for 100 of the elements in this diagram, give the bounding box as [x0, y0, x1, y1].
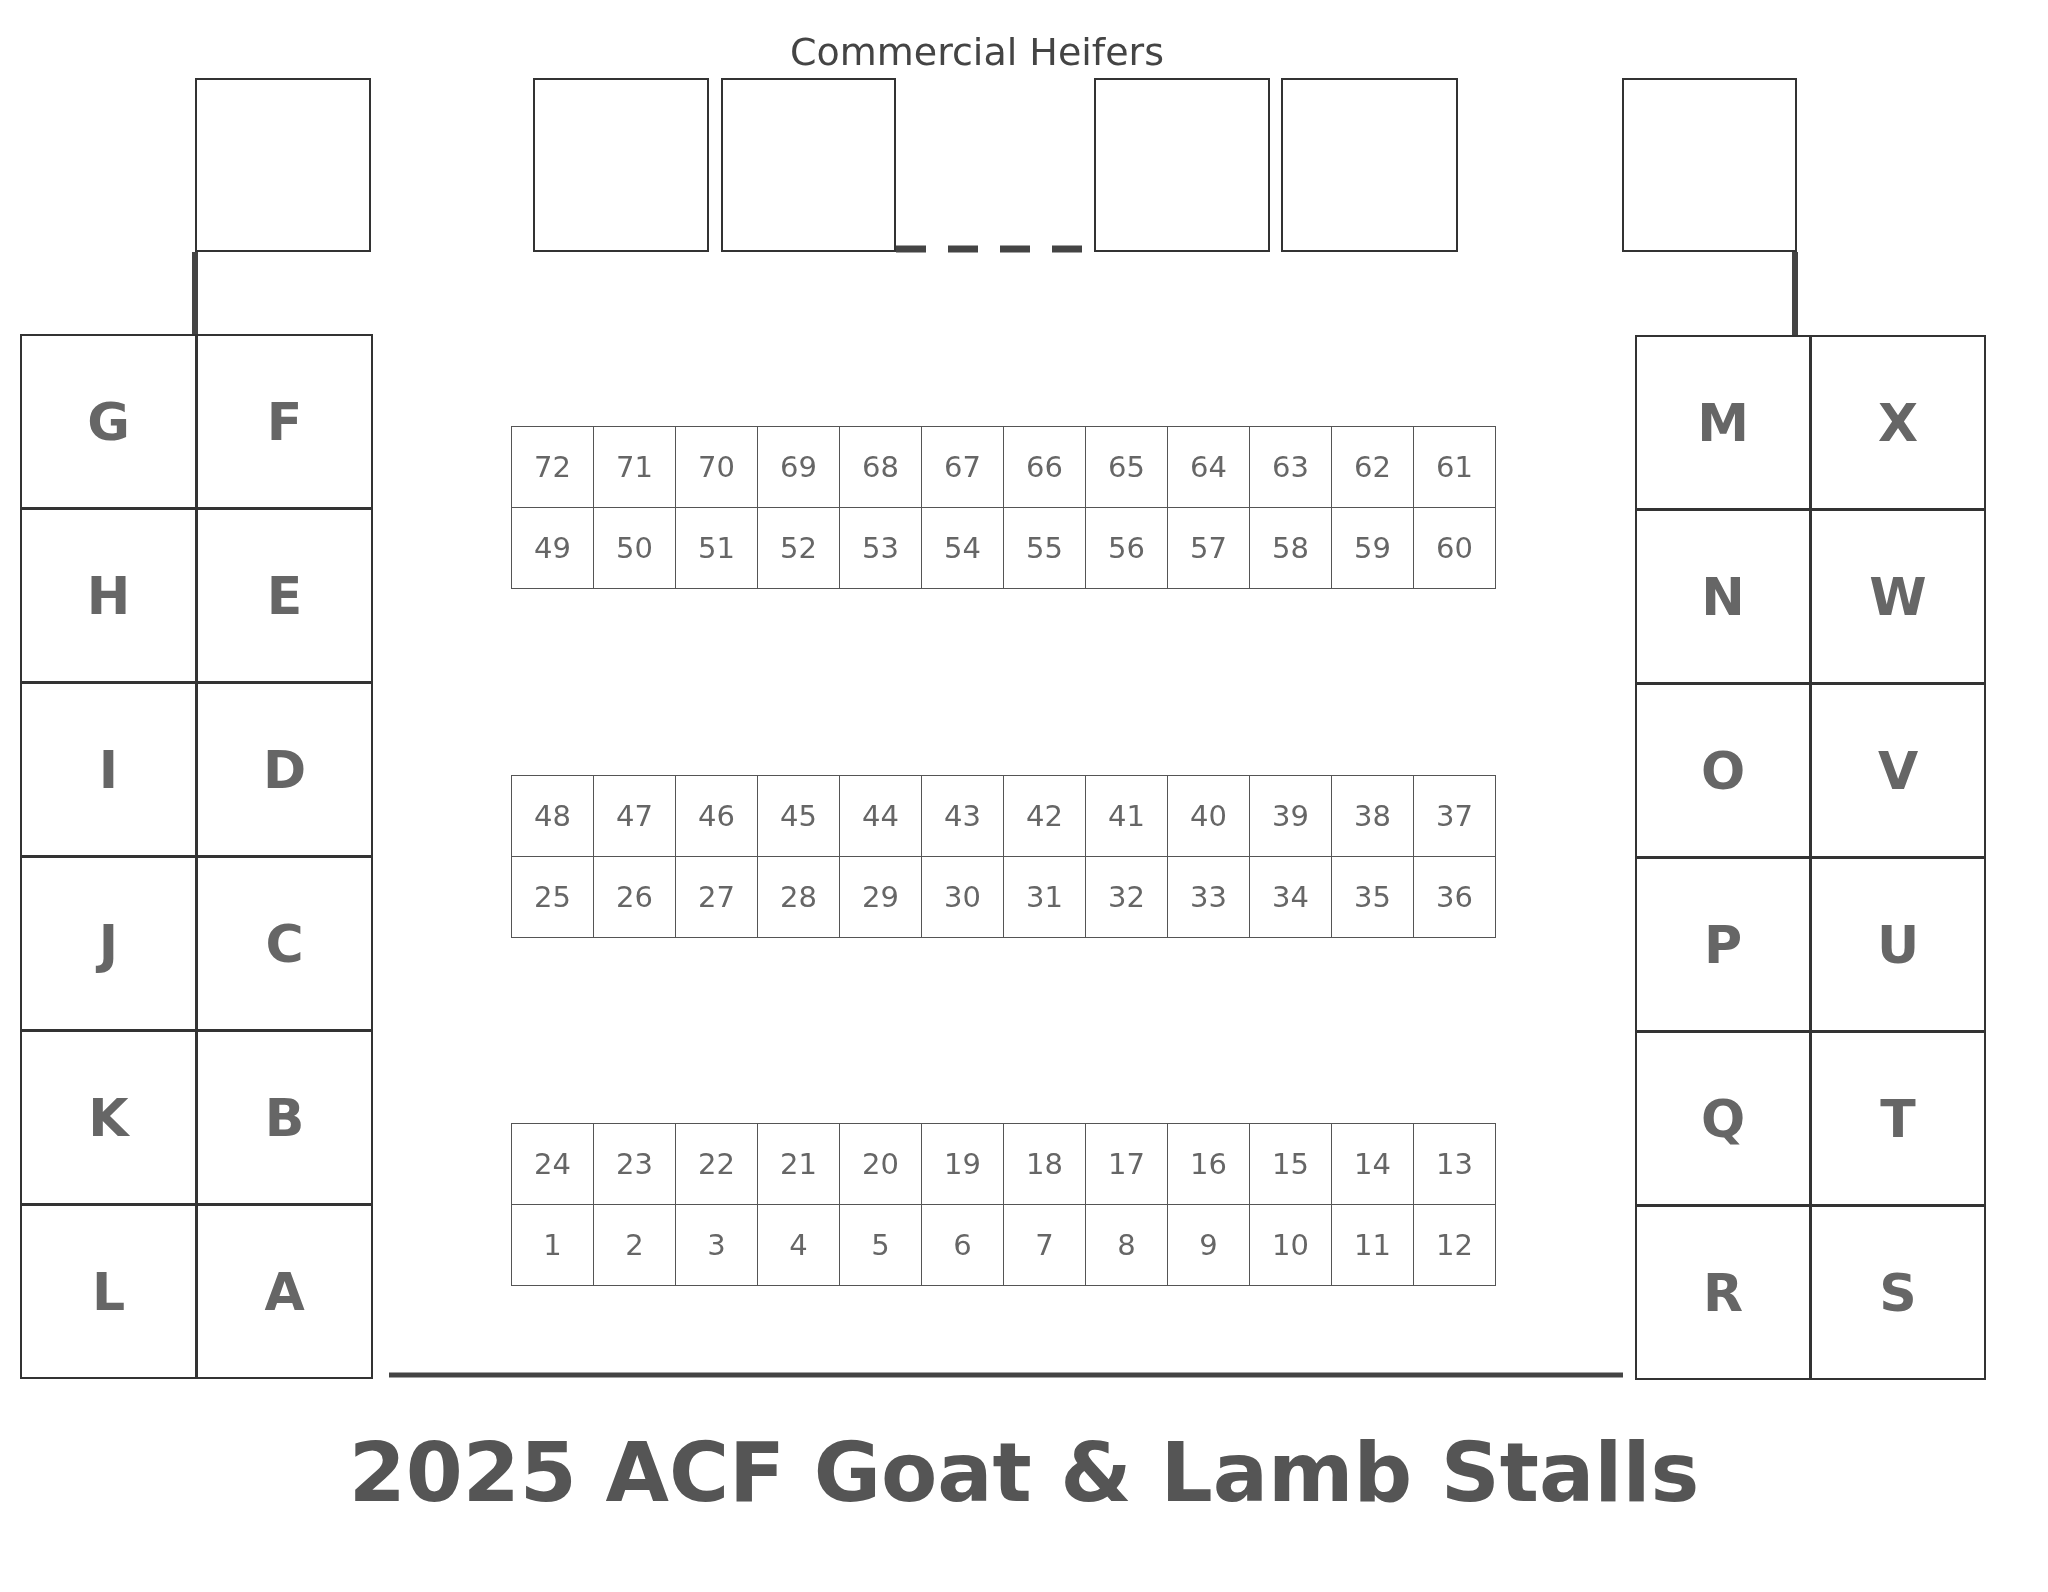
stall-label: 10	[1272, 1228, 1309, 1262]
stall-box	[1810, 509, 1986, 684]
stall-label: 72	[534, 450, 571, 484]
pen-box	[195, 78, 371, 252]
stall-box	[1635, 509, 1811, 684]
stall-box	[196, 682, 373, 857]
stall-cell	[511, 426, 594, 508]
stall-label: V	[1877, 740, 1919, 801]
stall-label: 30	[944, 880, 981, 914]
stall-label: R	[1702, 1262, 1743, 1323]
stall-label: 69	[780, 450, 817, 484]
stall-label: T	[1880, 1088, 1916, 1149]
stall-box	[1635, 335, 1811, 510]
stall-label: 42	[1026, 799, 1063, 833]
stall-label: 46	[698, 799, 735, 833]
pen-box	[533, 78, 709, 252]
title: 2025 ACF Goat & Lamb Stalls	[347, 1425, 1701, 1520]
stall-label: M	[1697, 392, 1749, 453]
stall-box	[196, 856, 373, 1031]
stall-box	[20, 508, 197, 683]
stall-label: 22	[698, 1147, 735, 1181]
gate-line	[192, 252, 198, 334]
stall-label: 13	[1436, 1147, 1473, 1181]
stall-box	[196, 334, 373, 509]
stall-label: 67	[944, 450, 981, 484]
stall-box	[1810, 1031, 1986, 1206]
stall-label: 20	[862, 1147, 899, 1181]
stall-label: 62	[1354, 450, 1391, 484]
stall-label: 58	[1272, 531, 1309, 565]
stall-box	[1635, 1031, 1811, 1206]
pen-box	[721, 78, 896, 252]
stall-label: K	[88, 1087, 129, 1148]
stall-label: 40	[1190, 799, 1227, 833]
stall-box	[196, 1204, 373, 1379]
stall-cell	[511, 1123, 594, 1205]
stall-label: 60	[1436, 531, 1473, 565]
stall-cell	[1413, 1123, 1496, 1205]
stall-label: X	[1877, 392, 1919, 453]
stall-label: 66	[1026, 450, 1063, 484]
stall-label: 2	[625, 1228, 644, 1262]
stall-label: 19	[944, 1147, 981, 1181]
stall-label: 1	[543, 1228, 562, 1262]
stall-label: 41	[1108, 799, 1145, 833]
stall-label: 38	[1354, 799, 1391, 833]
stall-label: 24	[534, 1147, 571, 1181]
stall-label: H	[86, 565, 131, 626]
stall-box	[20, 334, 197, 509]
stall-label: 21	[780, 1147, 817, 1181]
stall-box	[1635, 857, 1811, 1032]
stall-label: 49	[534, 531, 571, 565]
stall-label: 55	[1026, 531, 1063, 565]
stall-box	[1810, 335, 1986, 510]
stall-label: 59	[1354, 531, 1391, 565]
stall-label: 34	[1272, 880, 1309, 914]
stall-label: A	[264, 1261, 305, 1322]
stall-label: 9	[1199, 1228, 1218, 1262]
stall-label: L	[91, 1261, 126, 1322]
stall-label: 31	[1026, 880, 1063, 914]
stall-box	[1635, 683, 1811, 858]
stall-box	[20, 682, 197, 857]
stall-cell	[511, 1204, 594, 1286]
stall-label: 47	[616, 799, 653, 833]
stall-label: 53	[862, 531, 899, 565]
stall-box	[196, 508, 373, 683]
stall-label: 37	[1436, 799, 1473, 833]
stall-label: 51	[698, 531, 735, 565]
stall-box	[20, 856, 197, 1031]
stall-label: 61	[1436, 450, 1473, 484]
stall-label: 64	[1190, 450, 1227, 484]
stall-label: 6	[953, 1228, 972, 1262]
stall-label: 52	[780, 531, 817, 565]
stall-label: Q	[1700, 1088, 1746, 1149]
stall-cell	[1413, 507, 1496, 589]
gate-line	[1792, 252, 1798, 335]
stall-label: 11	[1354, 1228, 1391, 1262]
stall-cell	[1413, 1204, 1496, 1286]
stall-label: N	[1701, 566, 1745, 627]
stall-box	[20, 1030, 197, 1205]
stall-label: 36	[1436, 880, 1473, 914]
stall-label: S	[1879, 1262, 1917, 1323]
stall-label: U	[1876, 914, 1920, 975]
stall-label: P	[1703, 914, 1743, 975]
stall-label: 57	[1190, 531, 1227, 565]
stall-cell	[1413, 426, 1496, 508]
stall-label: 44	[862, 799, 899, 833]
pen-box	[1622, 78, 1797, 252]
stall-label: 68	[862, 450, 899, 484]
stall-label: 18	[1026, 1147, 1063, 1181]
stall-label: 17	[1108, 1147, 1145, 1181]
stall-label: C	[265, 913, 304, 974]
pen-box	[1094, 78, 1270, 252]
stall-label: 50	[616, 531, 653, 565]
stall-cell	[511, 507, 594, 589]
stall-box	[1810, 683, 1986, 858]
stall-label: 39	[1272, 799, 1309, 833]
stall-box	[1635, 1205, 1811, 1380]
stall-label: B	[264, 1087, 305, 1148]
stall-label: 70	[698, 450, 735, 484]
stall-label: 29	[862, 880, 899, 914]
stall-label: G	[87, 391, 130, 452]
